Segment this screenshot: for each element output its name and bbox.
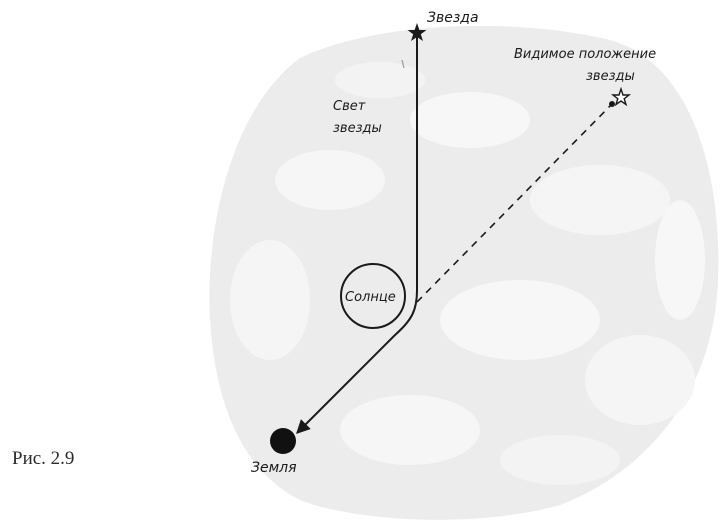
star-icon [407, 23, 427, 41]
stray-mark [401, 59, 405, 69]
apparent-star-dot [609, 101, 615, 107]
earth-dot [270, 428, 296, 454]
apparent-star-icon [610, 86, 632, 107]
background-sphere [209, 25, 719, 520]
figure-caption: Рис. 2.9 [12, 448, 75, 469]
starlight-label-line2: звезды [333, 121, 382, 136]
apparent-position-label-line1: Видимое положение [514, 47, 656, 62]
sun-circle [340, 263, 406, 329]
earth-label: Земля [251, 460, 297, 476]
apparent-position-label-line2: звезды [586, 69, 635, 84]
starlight-label-line1: Свет [333, 99, 366, 114]
sun-label: Солнце [345, 290, 396, 305]
starlight-ray [296, 34, 418, 434]
star-label: Звезда [427, 10, 479, 26]
